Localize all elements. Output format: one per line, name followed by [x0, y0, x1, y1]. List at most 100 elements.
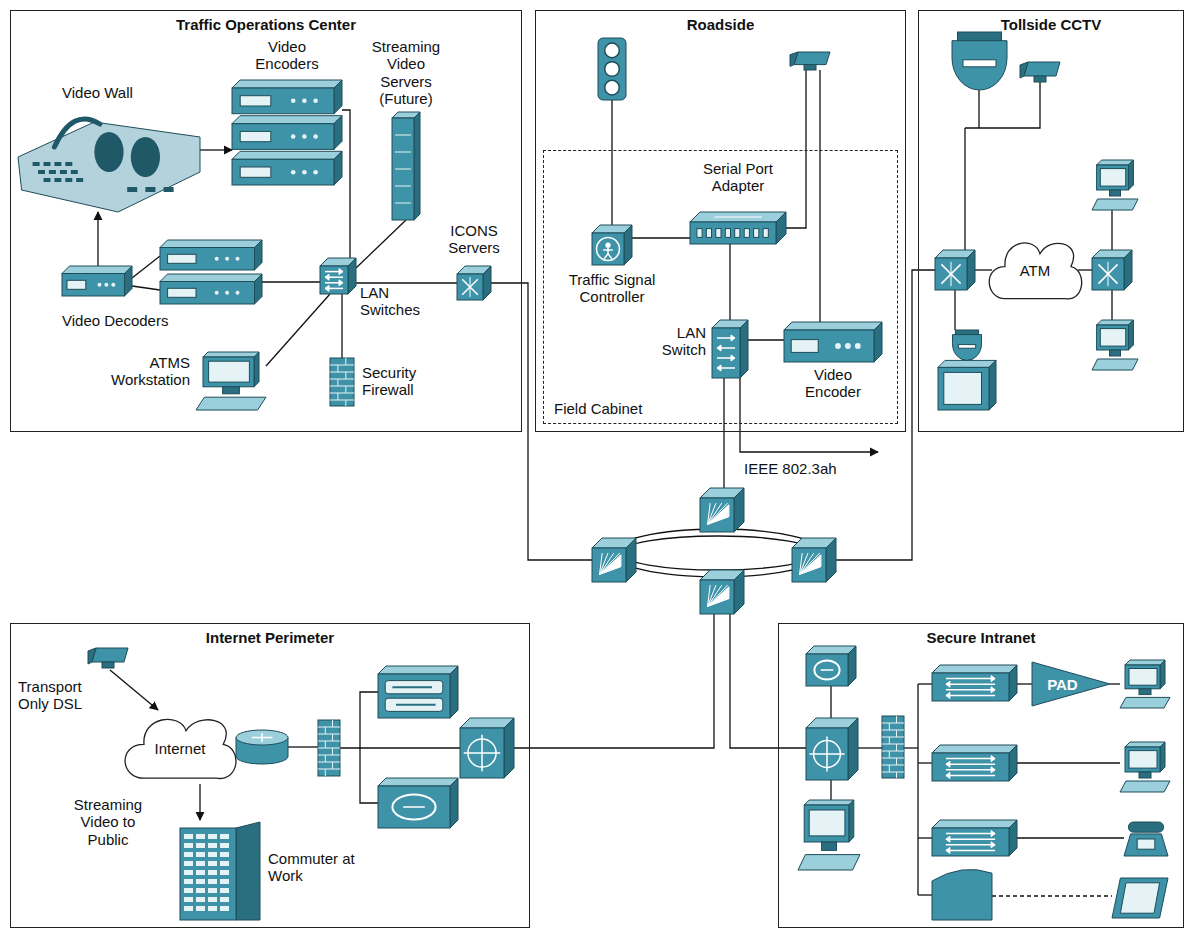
wire — [723, 378, 724, 488]
cam-icon — [88, 648, 128, 668]
wire — [836, 270, 935, 560]
wire — [360, 748, 378, 803]
connector — [356, 282, 457, 283]
device-label: Video Wall — [62, 84, 182, 101]
wire — [978, 90, 979, 128]
connector — [356, 220, 406, 268]
dashed-link — [992, 895, 1112, 896]
wire — [514, 614, 714, 748]
annotation-label: Transport Only DSL — [18, 678, 108, 713]
flat-icon — [932, 745, 1017, 781]
core-icon — [806, 718, 858, 780]
pc-icon — [196, 352, 266, 410]
group-heading: Traffic Operations Center — [11, 16, 521, 33]
device-node: Traffic Signal Controller — [592, 225, 632, 265]
ring-icon — [592, 538, 636, 582]
wire — [1017, 837, 1124, 838]
ctrl-icon — [592, 225, 632, 265]
wire — [611, 100, 612, 225]
wire — [918, 837, 932, 838]
wire — [954, 290, 955, 330]
fw-icon — [330, 358, 354, 406]
pc-icon — [1092, 320, 1138, 370]
dome-icon — [952, 32, 1007, 90]
device-node: LAN Switch — [712, 320, 748, 378]
server-icon — [457, 266, 491, 300]
fw-icon — [882, 716, 904, 778]
ring-icon — [700, 488, 744, 532]
connector — [748, 339, 784, 340]
lb-icon — [378, 666, 458, 718]
enc3-icon — [232, 80, 342, 185]
wire — [819, 70, 820, 322]
wire — [1111, 290, 1112, 320]
annotation-label: Streaming Video to Public — [68, 796, 148, 848]
wire — [975, 269, 992, 270]
sw-icon — [320, 258, 356, 294]
flat-icon — [932, 665, 1017, 701]
connector — [262, 281, 320, 282]
group-heading: Secure Intranet — [779, 629, 1183, 646]
device-node: Security Firewall — [330, 358, 354, 406]
xsw-icon — [935, 250, 975, 290]
fw-icon — [318, 720, 340, 776]
connector — [632, 237, 690, 238]
connector — [342, 110, 350, 258]
device-node: Streaming Video Servers (Future) — [392, 112, 420, 220]
adapter-icon — [690, 212, 786, 244]
optical-ring — [620, 536, 816, 570]
core-icon — [460, 718, 514, 778]
device-label: Commuter at Work — [268, 850, 358, 885]
device-node: ATMS Workstation — [196, 352, 266, 410]
connector — [729, 244, 730, 320]
wire-arrow — [110, 670, 158, 710]
shape-label: ATM — [985, 236, 1085, 304]
connector — [199, 784, 200, 820]
cam-icon — [790, 52, 830, 70]
wire — [904, 747, 918, 748]
device-node: Commuter at Work — [180, 820, 260, 920]
device-label: Video Encoders — [247, 38, 327, 73]
light-icon — [598, 38, 626, 100]
shape-label: PAD — [1032, 662, 1110, 706]
device-node: Video Wall — [18, 112, 200, 212]
group-heading: Roadside — [536, 16, 905, 33]
tower-icon — [392, 112, 420, 220]
wire — [786, 70, 806, 228]
wire — [858, 747, 882, 748]
wire — [917, 684, 918, 895]
device-node: LAN Switches — [320, 258, 356, 294]
wire — [491, 283, 592, 560]
annotation-label: IEEE 802.3ah — [744, 460, 854, 477]
group-heading: Internet Perimeter — [11, 629, 529, 646]
device-label: Serial Port Adapter — [678, 160, 798, 195]
device-node: Serial Port Adapter — [690, 212, 786, 244]
flat-icon — [932, 820, 1017, 856]
group-box: Internet PerimeterInternetCommuter at Wo… — [10, 623, 530, 928]
group-box: RoadsideField Cabinet Serial Port Adapter… — [535, 10, 906, 432]
device-label: Security Firewall — [362, 364, 442, 399]
wire — [360, 692, 378, 748]
device-label: LAN Switches — [360, 284, 430, 319]
connector — [97, 212, 98, 240]
device-label: LAN Switch — [654, 324, 706, 359]
group-box: Tollside CCTV ATM — [918, 10, 1184, 432]
group-heading: Tollside CCTV — [919, 16, 1183, 33]
device-label: ICONS Servers — [430, 222, 518, 257]
bldg-icon — [180, 820, 260, 920]
device-label: Video Decoders — [62, 312, 212, 329]
tablet-icon — [1112, 878, 1168, 918]
connector — [200, 149, 232, 150]
device-node: Video Decoders — [62, 240, 262, 306]
device-label: Video Encoder — [798, 366, 868, 401]
device-node: ICONS Servers — [457, 266, 491, 300]
pc-icon — [1120, 742, 1170, 792]
device-label: ATMS Workstation — [90, 354, 190, 389]
router-icon — [236, 730, 288, 764]
device-node: Video Encoders — [232, 80, 342, 185]
wire — [730, 614, 806, 748]
cabinet-label: Field Cabinet — [554, 400, 642, 417]
pc-icon — [1120, 660, 1170, 708]
group-box: Secure IntranetPAD — [778, 623, 1184, 928]
cbox-icon — [806, 646, 856, 686]
